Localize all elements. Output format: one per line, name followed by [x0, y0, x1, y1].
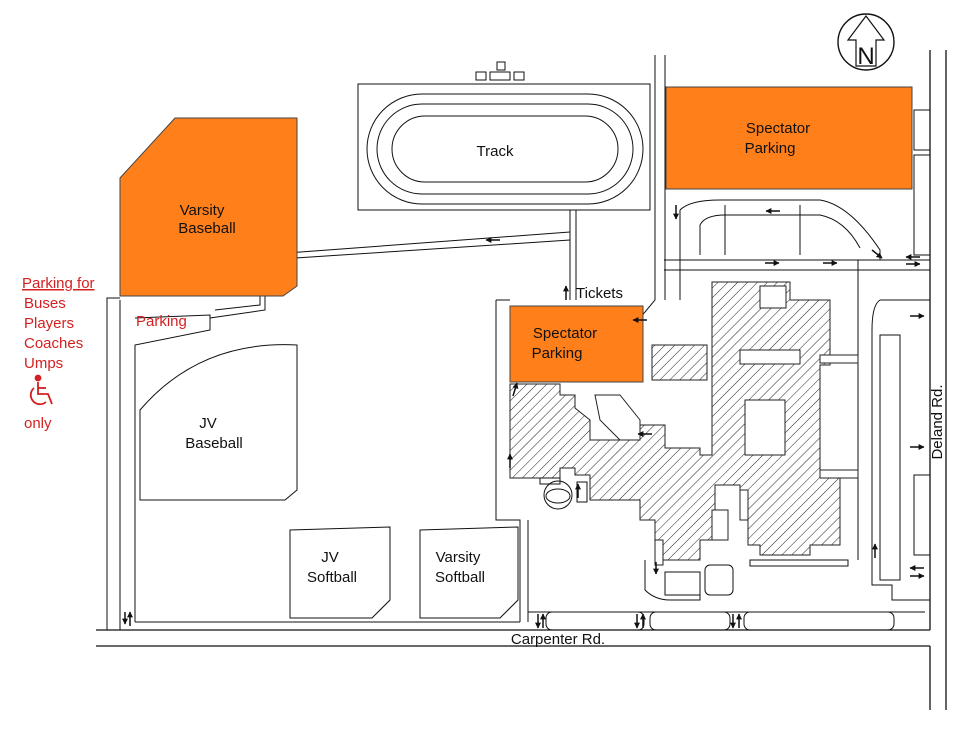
jv-baseball-label-2: Baseball: [185, 435, 243, 452]
jv-softball-label-1: JV: [321, 549, 339, 566]
north-label: N: [857, 43, 874, 70]
spectator-parking-ne-label-1: Spectator: [746, 120, 810, 137]
spectator-parking-northeast: Spectator Parking: [665, 86, 913, 190]
carpenter-road-label: Carpenter Rd.: [511, 631, 605, 648]
direction-arrow-icon: [512, 382, 519, 397]
direction-arrows: [122, 205, 925, 629]
varsity-softball-label-2: Softball: [435, 569, 485, 586]
parking-note-line: Parking for: [22, 275, 95, 292]
parking-note-line: Umps: [24, 355, 63, 372]
school-building: [509, 281, 859, 601]
track-area: Track: [357, 61, 651, 211]
varsity-softball-label-1: Varsity: [436, 549, 481, 566]
varsity-baseball-field: Varsity Baseball: [119, 117, 298, 297]
jv-baseball-field: JV Baseball: [139, 344, 298, 501]
parking-note-line: Buses: [24, 295, 66, 312]
jv-softball-field: JV Softball: [289, 526, 391, 619]
parking-note-line: Coaches: [24, 335, 83, 352]
varsity-baseball-label-1: Varsity: [180, 202, 225, 219]
parking-note: Parking for Buses Players Coaches Umps o…: [22, 275, 95, 432]
spectator-parking-center: Spectator Parking: [509, 305, 644, 383]
north-arrow-icon: N: [837, 13, 895, 71]
varsity-softball-field: Varsity Softball: [419, 526, 519, 619]
spectator-parking-center-label-2: Parking: [532, 345, 583, 362]
parking-note-line: only: [24, 415, 52, 432]
wheelchair-icon: [29, 374, 53, 406]
spectator-parking-center-label-1: Spectator: [533, 325, 597, 342]
deland-road-label: Deland Rd.: [929, 384, 946, 459]
track-label: Track: [477, 143, 514, 160]
deland-road: [913, 50, 947, 710]
jv-softball-label-2: Softball: [307, 569, 357, 586]
tickets-label: Tickets: [576, 285, 623, 302]
varsity-baseball-label-2: Baseball: [178, 220, 236, 237]
spectator-parking-ne-label-2: Parking: [745, 140, 796, 157]
small-parking-label: Parking: [136, 313, 187, 330]
jv-baseball-label-1: JV: [199, 415, 217, 432]
parking-note-line: Players: [24, 315, 74, 332]
direction-arrow-icon: [871, 249, 883, 259]
